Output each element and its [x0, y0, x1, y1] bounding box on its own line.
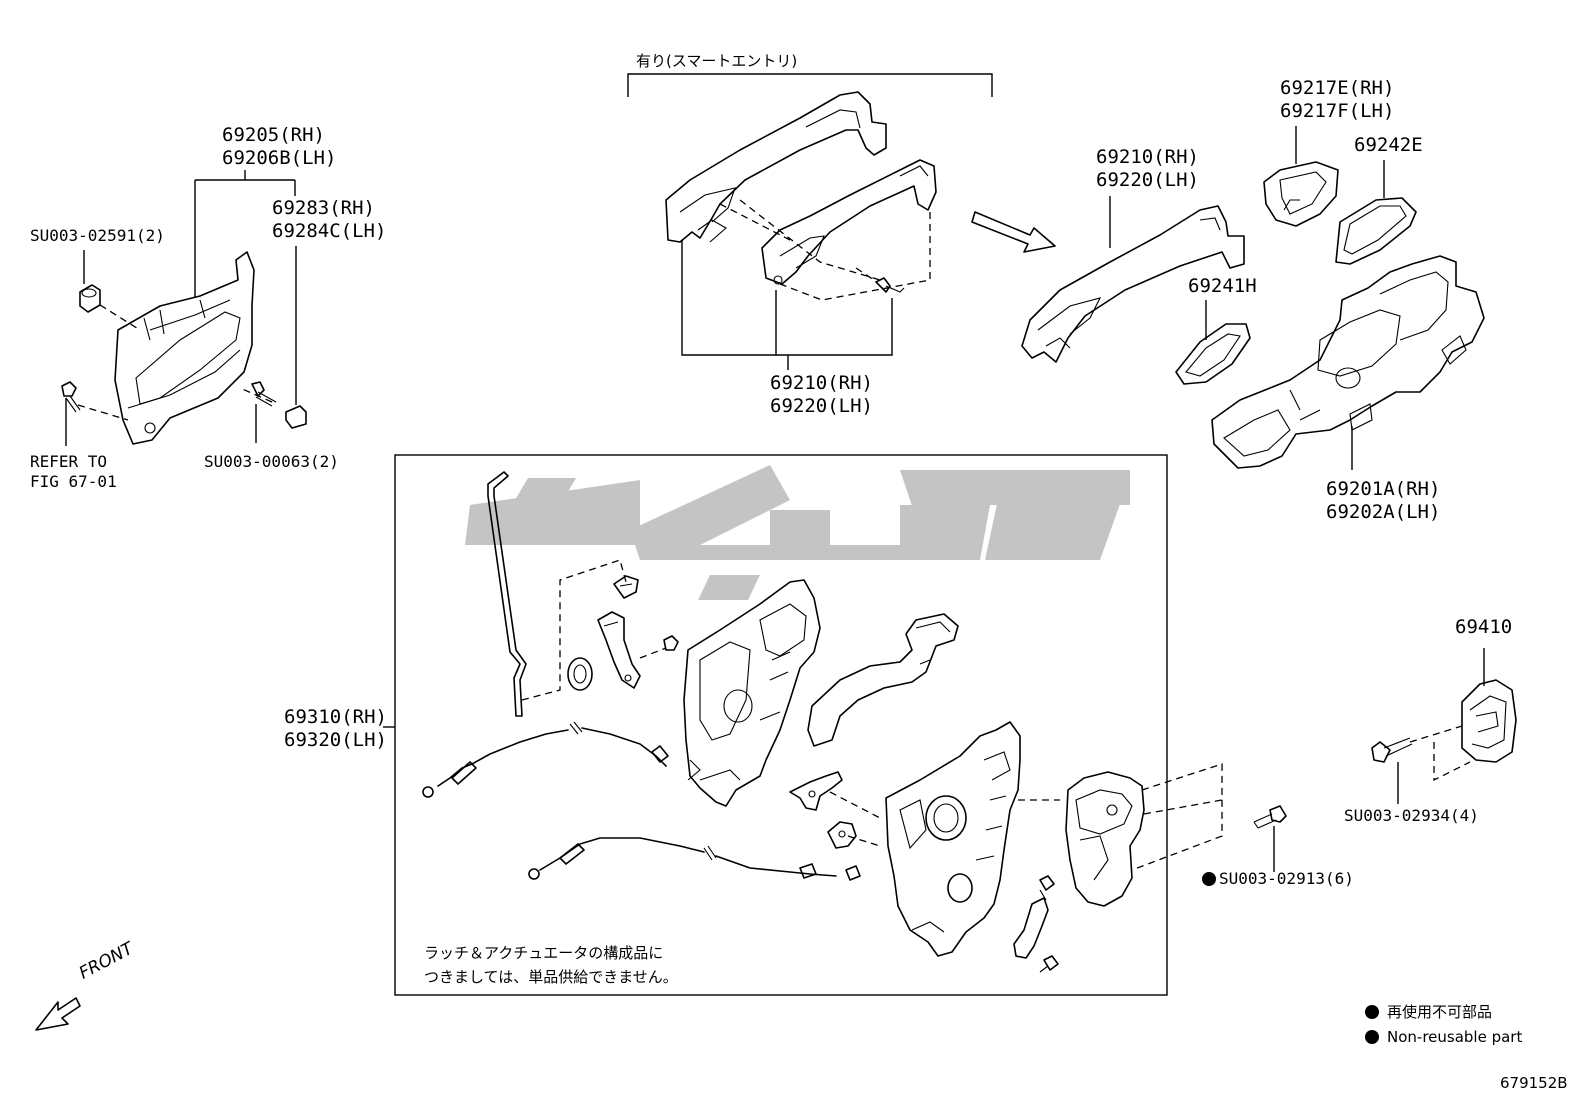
handle-frame [1211, 255, 1485, 470]
legend-jp-text: 再使用不可部品 [1387, 1003, 1493, 1021]
outside-handle-smart [665, 91, 937, 370]
part-label-69210-upper: 69210(RH) [1096, 146, 1199, 168]
part-label-69217f: 69217F(LH) [1280, 100, 1395, 122]
refer-to-label: REFER TO [30, 452, 108, 471]
part-label-su003-00063: SU003-00063(2) [204, 452, 339, 471]
part-label-69242e: 69242E [1354, 134, 1423, 156]
part-label-69220-lower: 69220(LH) [770, 395, 873, 417]
legend-dot-icon [1365, 1005, 1379, 1019]
striker-69410 [1371, 648, 1517, 804]
lock-assembly-parts [422, 471, 1287, 973]
figure-id: 679152B [1500, 1074, 1568, 1092]
part-label-su003-02913: SU003-02913(6) [1219, 869, 1354, 888]
part-label-69210-lower: 69210(RH) [770, 372, 873, 394]
pad-69241h [1175, 300, 1251, 385]
legend-en-text: Non-reusable part [1387, 1028, 1523, 1046]
part-label-69284c: 69284C(LH) [272, 220, 387, 242]
assembly-note-line1: ラッチ＆アクチュエータの構成品に [424, 944, 664, 962]
part-label-69241h: 69241H [1188, 275, 1257, 297]
non-reusable-marker [1202, 872, 1216, 886]
direction-arrow [971, 211, 1056, 253]
legend-jp: 再使用不可部品 [1365, 1002, 1492, 1022]
inside-handle-assembly [61, 170, 307, 446]
part-label-69201a: 69201A(RH) [1326, 478, 1441, 500]
part-label-69220-upper: 69220(LH) [1096, 169, 1199, 191]
smart-entry-label: 有り(スマートエントリ) [636, 52, 798, 70]
fig-ref-label: FIG 67-01 [30, 472, 117, 491]
front-arrow [35, 997, 81, 1031]
watermark-logo [465, 465, 1130, 600]
pad-69242e [1335, 160, 1417, 265]
part-label-69206b: 69206B(LH) [222, 147, 337, 169]
part-label-69410: 69410 [1455, 616, 1513, 638]
part-label-69320: 69320(LH) [284, 729, 387, 751]
part-label-69202a: 69202A(LH) [1326, 501, 1441, 523]
part-label-69283: 69283(RH) [272, 197, 375, 219]
part-label-su003-02591: SU003-02591(2) [30, 226, 165, 245]
part-label-su003-02934: SU003-02934(4) [1344, 806, 1479, 825]
legend-dot-icon [1365, 1030, 1379, 1044]
outside-handle-right [1021, 196, 1245, 363]
cap-69217 [1263, 126, 1339, 227]
legend-en: Non-reusable part [1365, 1027, 1522, 1047]
lock-assembly-box [394, 454, 1168, 996]
part-label-69310: 69310(RH) [284, 706, 387, 728]
part-label-69205: 69205(RH) [222, 124, 325, 146]
assembly-note-line2: つきましては、単品供給できません。 [424, 968, 678, 986]
part-label-69217e: 69217E(RH) [1280, 77, 1395, 99]
